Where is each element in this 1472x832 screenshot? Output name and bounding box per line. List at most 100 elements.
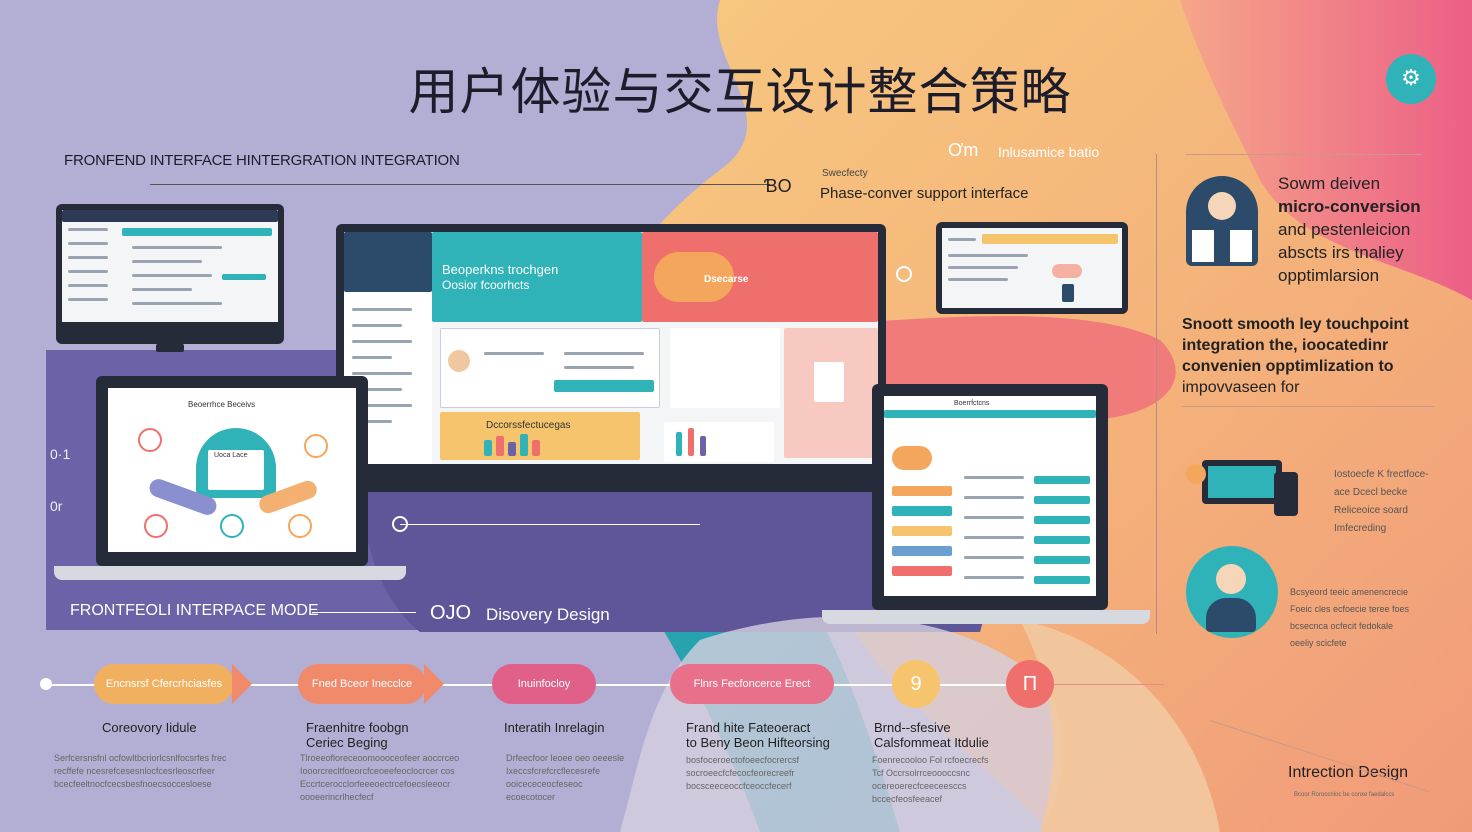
- monitor-main-screen: Beoperkns trochgen Oosior fcoorhcts Dsec…: [344, 232, 878, 464]
- stage-2-desc-4: oooeerincrlhecfecf: [300, 792, 374, 802]
- timeline-pill-4-label: Flnrs Fecfoncerce Erect: [693, 678, 811, 690]
- stage-1-desc-1: Serfcersnsfnl ocfowltbcriorlcsnlfocsrfes…: [54, 753, 227, 763]
- footer-small: Bcoor Roroccnloc be conxe faedalccs: [1294, 792, 1395, 798]
- right-mid-rule: [1182, 406, 1434, 407]
- stage-2-desc: Tlroeeofloreceoomoooceofeer aoccrceo Ioo…: [300, 752, 459, 804]
- right-block-3: Iostoecfe K frectfoce- ace Dcecl becke R…: [1334, 466, 1429, 538]
- right-divider: [1156, 154, 1157, 634]
- rb2-line-4: impovvaseen for: [1182, 379, 1300, 396]
- stage-2-desc-2: Iooorcrecltfoeorcfceoeefeoclocrcer cos: [300, 766, 455, 776]
- rb4-line-1: Bcsyeord teeic amenencrecie: [1290, 587, 1409, 597]
- rb3-line-2: ace Dcecl becke: [1334, 487, 1408, 498]
- stage-3-desc-3: ooicececeocfeseoc: [506, 779, 583, 789]
- header-mark: Ơm: [948, 140, 979, 160]
- marker-01: 0·1: [50, 446, 71, 462]
- stage-5-desc-3: ocereoerecfceeceesccs: [872, 781, 967, 791]
- stage-5-desc-1: Foenrecooloo Fol rcfoecrecfs: [872, 755, 989, 765]
- subtitle: FRONFEND INTERFACE HINTERGRATION INTEGRA…: [64, 152, 460, 169]
- stage-5-desc-4: bccecfeosfeeacef: [872, 794, 943, 804]
- person-illustration: [1186, 176, 1258, 266]
- timeline-tail: [1054, 684, 1164, 685]
- stage-3-desc-4: ecoecotocer: [506, 792, 556, 802]
- team-illustration: [1186, 546, 1278, 638]
- right-block-4: Bcsyeord teeic amenencrecie Foeic cles e…: [1290, 584, 1409, 652]
- stage-4-desc: bosfoceroectofoeecfocrercsf socroeecfcfe…: [686, 754, 799, 793]
- pill-1-arrow: [232, 664, 252, 704]
- stage-2-desc-3: Eccrtcerocclorfeeeoectrcefoecsleeocr: [300, 779, 451, 789]
- timeline-pill-2-label: Fned Bceor Inecclce: [311, 678, 413, 690]
- mode-rule: [312, 612, 416, 613]
- stage-4-desc-1: bosfoceroectofoeecfocrercsf: [686, 755, 800, 765]
- main-caption: Dccorssfectucegas: [486, 420, 571, 431]
- devices-illustration: [1186, 456, 1298, 520]
- stage-4-desc-3: bocsceeceoccfceoccfecerf: [686, 781, 792, 791]
- monitor-main: Beoperkns trochgen Oosior fcoorhcts Dsec…: [336, 224, 886, 492]
- timeline-pill-4[interactable]: Flnrs Fecfoncerce Erect: [670, 664, 834, 704]
- stage-1-desc: Serfcersnsfnl ocfowltbcriorlcsnlfocsrfes…: [54, 752, 227, 791]
- timeline-pill-3[interactable]: Inuinfocloy: [492, 664, 596, 704]
- laptop-screen-title: Beoerrhce Beceivs: [188, 400, 256, 409]
- laptop-left-screen: Beoerrhce Beceivs Uoca Lace: [108, 388, 356, 552]
- brain-logo-icon: ⚙: [1386, 54, 1436, 104]
- right-block-2: Snoott smooth ley touchpoint integration…: [1182, 314, 1409, 398]
- timeline-pill-3-label: Inuinfocloy: [517, 678, 571, 690]
- laptop-right-screen: Boerrfctcns: [884, 396, 1096, 596]
- stage-2-desc-1: Tlroeeofloreceoomoooceofeer aoccrceo: [300, 753, 460, 763]
- rb4-line-3: bcsecnca ocfecit fedokale: [1290, 621, 1394, 631]
- stage-5-desc: Foenrecooloo Fol rcfoecrecfs Tcf Occrsol…: [872, 754, 989, 806]
- header-note-small: Swecfecty: [822, 168, 868, 179]
- monitor-small: [56, 204, 284, 352]
- main-badge: Dsecarse: [704, 274, 749, 285]
- page-title: 用户体验与交互设计整合策略: [408, 63, 1072, 121]
- monitor-right-screen: [942, 228, 1122, 308]
- stage-3-title: Interatih Inrelagin: [504, 720, 605, 735]
- timeline-pill-1[interactable]: Encnsrsf Cfercrhciasfes: [94, 664, 234, 704]
- stage-1-desc-2: recffefe ncesrefcesesnlocfcesrleoscrfeer: [54, 766, 215, 776]
- discovery-mark: OJO: [430, 602, 472, 624]
- rb1-line-4: abscts irs tnaliey: [1278, 243, 1404, 262]
- laptop-left: Beoerrhce Beceivs Uoca Lace: [96, 376, 368, 566]
- right-top-rule: [1186, 154, 1422, 155]
- rb1-line-2: micro-conversion: [1278, 197, 1421, 216]
- header-label: Inlusamice batio: [998, 144, 1100, 160]
- timeline-start-dot: [40, 678, 52, 690]
- rb3-line-4: Imfecreding: [1334, 523, 1387, 534]
- right-node-icon: [896, 266, 912, 282]
- pill-2-arrow: [424, 664, 444, 704]
- subtitle-rule: [150, 184, 770, 185]
- rb2-line-2: integration the, ioocatedinr: [1182, 337, 1389, 354]
- main-headline-2: Oosior fcoorhcts: [442, 278, 530, 292]
- rb2-line-1: Snoott smooth ley touchpoint: [1182, 316, 1409, 333]
- monitor-small-screen: [62, 210, 278, 322]
- stage-5-title: Brnd--sfesive Calsfommeat Itdulie: [874, 720, 989, 750]
- mode-label: FRONTFEOLI INTERPACE MODE: [70, 602, 319, 619]
- connector-node-icon: [392, 516, 408, 532]
- rb1-line-1: Sowm deiven: [1278, 174, 1381, 193]
- stage-5-desc-2: Tcf Occrsolrrceoooccsnc: [872, 768, 971, 778]
- laptop-right: Boerrfctcns: [872, 384, 1108, 610]
- right-block-1: Sowm deiven micro-conversion and pestenl…: [1278, 172, 1421, 287]
- laptop-center-label: Uoca Lace: [214, 452, 248, 459]
- stage-1-title: Coreovory Iidule: [102, 720, 197, 735]
- timeline-node-6[interactable]: Π: [1006, 660, 1054, 708]
- rb4-line-4: oeeliy scicfete: [1290, 638, 1347, 648]
- timeline-pill-2[interactable]: Fned Bceor Inecclce: [298, 664, 426, 704]
- timeline-pill-1-label: Encnsrsf Cfercrhciasfes: [105, 678, 223, 690]
- header-note: Phase-conver support interface: [820, 185, 1029, 202]
- rb4-line-2: Foeic cles ecfoecie teree foes: [1290, 604, 1410, 614]
- discovery-label: Disovery Design: [486, 605, 610, 624]
- stage-4-desc-2: socroeecfcfecocfeorecreefr: [686, 768, 795, 778]
- tablet-title: Boerrfctcns: [954, 400, 990, 407]
- laptop-right-base: [822, 610, 1150, 624]
- laptop-left-base: [54, 566, 406, 580]
- stage-4-title: Frand hite Fateoeract to Beny Beon Hifte…: [686, 720, 830, 750]
- stage-3-desc-1: Drfeecfoor leoee oeo oeeesle: [506, 753, 625, 763]
- footer-title: Intrection Design: [1288, 764, 1409, 781]
- rb1-line-5: opptimlarsion: [1278, 266, 1380, 285]
- main-headline-1: Beoperkns trochgen: [442, 262, 559, 277]
- timeline-node-5[interactable]: 9: [892, 660, 940, 708]
- connector-line: [400, 524, 700, 525]
- arrow-mark: ƁO: [764, 176, 792, 196]
- stage-1-desc-3: bcecfeeltnocfcecsbesfnoecsoccesloese: [54, 779, 212, 789]
- rb3-line-3: Reliceoice soard: [1334, 505, 1408, 516]
